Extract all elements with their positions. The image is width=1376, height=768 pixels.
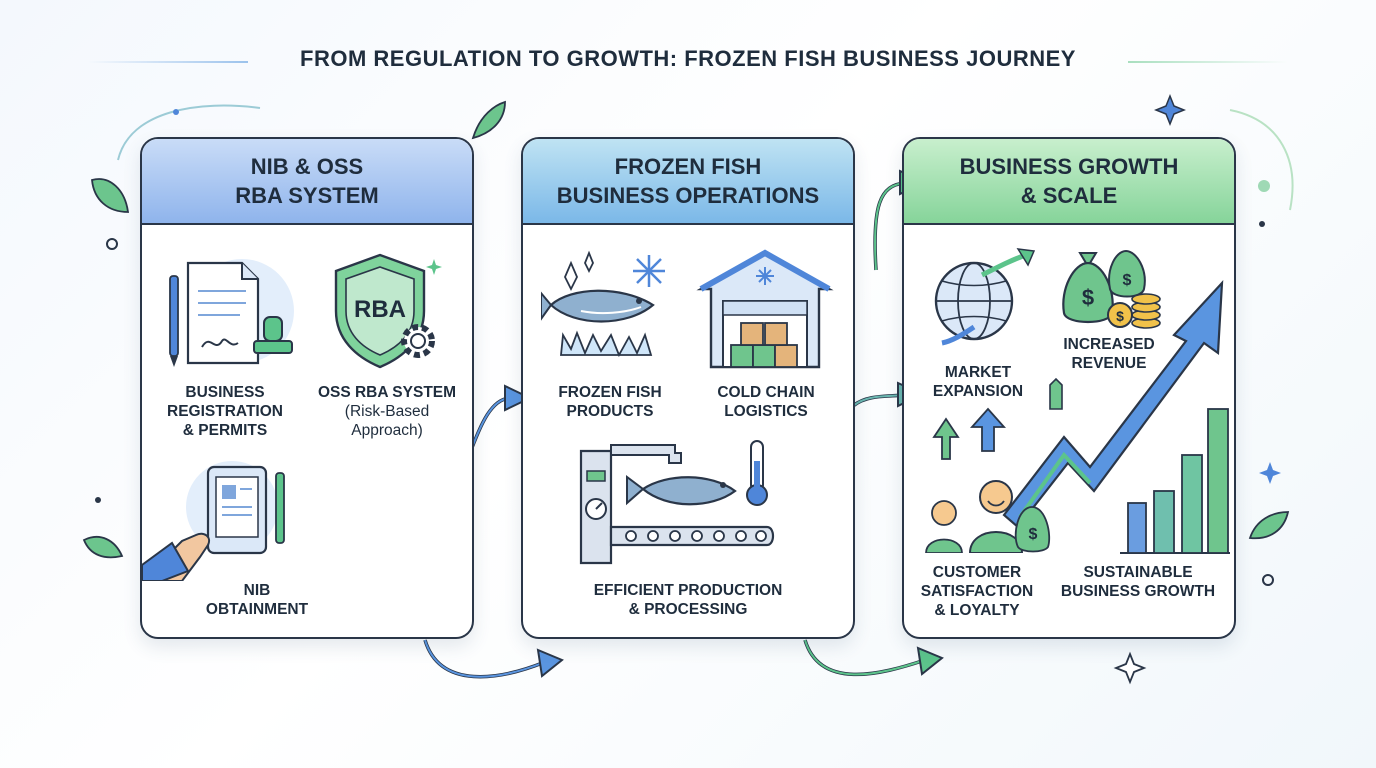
rba-shield-icon: RBA (334, 253, 442, 369)
cold-storage-warehouse-icon (696, 249, 834, 369)
connector-arrow-2 (423, 639, 564, 679)
money-bags-icon: $ $ $ (1062, 249, 1161, 329)
panel-heading-line: BUSINESS GROWTH (959, 154, 1179, 179)
frozen-fish-icon (541, 250, 665, 358)
svg-text:$: $ (1123, 272, 1132, 289)
svg-text:$: $ (1082, 285, 1094, 310)
growth-bar-chart-icon (1002, 279, 1230, 554)
item-label-efficient-production: EFFICIENT PRODUCTION& PROCESSING (593, 582, 783, 618)
rba-badge-text: RBA (354, 296, 406, 323)
title-rule-right (1128, 61, 1288, 63)
panel-heading-line: & SCALE (1020, 183, 1118, 208)
panel-heading: BUSINESS GROWTH & SCALE (904, 139, 1234, 225)
panel-heading-line: NIB & OSS (250, 154, 364, 179)
title-rule-left (88, 61, 248, 63)
panel-heading-line: FROZEN FISH (614, 154, 762, 179)
panel-heading-line: RBA SYSTEM (235, 183, 379, 208)
svg-text:$: $ (1029, 526, 1038, 543)
fish-processing-machine-icon (579, 440, 775, 565)
leaf-icon (82, 100, 1290, 559)
panel-heading: NIB & OSS RBA SYSTEM (142, 139, 472, 225)
sparkle-icon (1113, 93, 1281, 685)
panel-frozen-fish-operations: FROZEN FISH BUSINESS OPERATIONS FROZEN F… (521, 137, 855, 639)
globe-arrows-icon (934, 248, 1036, 346)
panel-heading-line: BUSINESS OPERATIONS (556, 183, 820, 208)
happy-customers-icon: $ (925, 407, 1051, 553)
signed-document-stamp-icon (169, 259, 294, 367)
panel-heading: FROZEN FISH BUSINESS OPERATIONS (523, 139, 853, 225)
page-title: FROM REGULATION TO GROWTH: FROZEN FISH B… (300, 46, 1076, 71)
connector-arrow-4 (803, 639, 944, 677)
hand-holding-tablet-icon (142, 461, 285, 581)
svg-text:$: $ (1116, 308, 1124, 324)
